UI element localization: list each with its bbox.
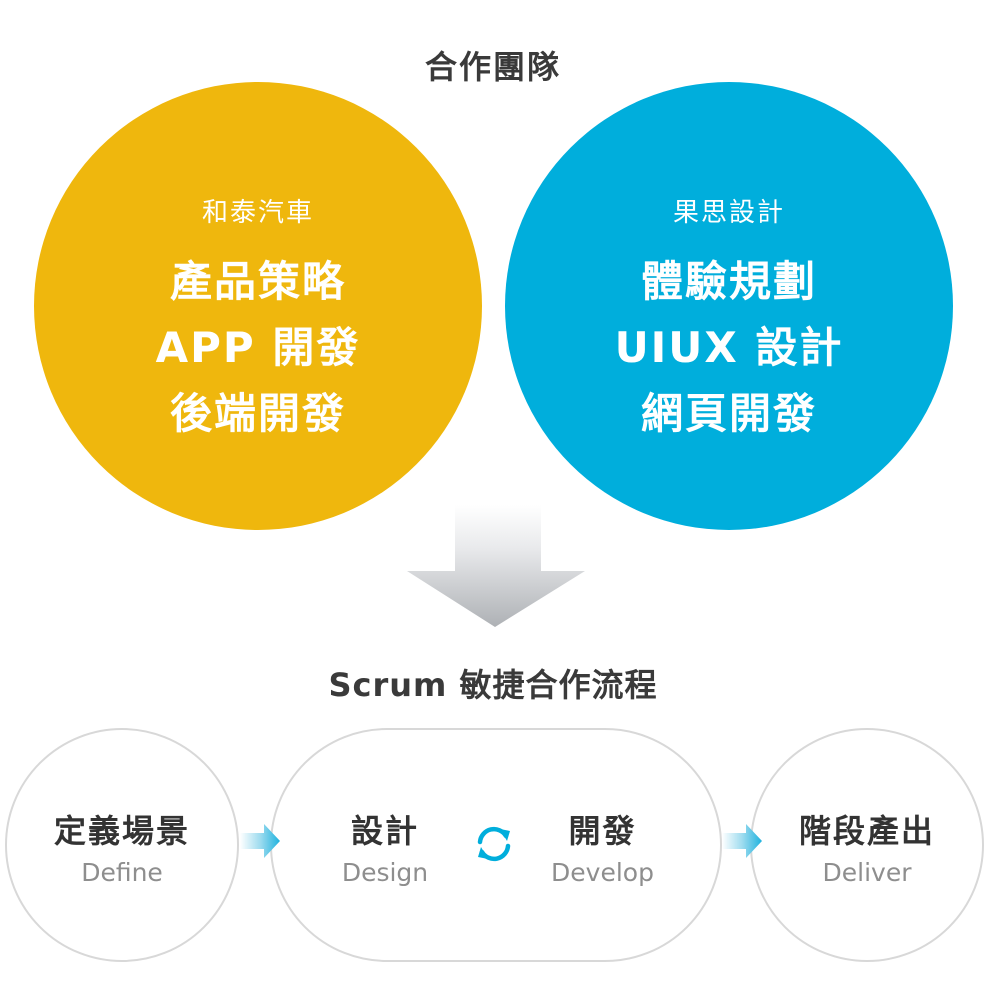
skill-item: UIUX 設計 (614, 323, 844, 372)
arrow-down-icon (405, 505, 585, 634)
flow-title: Scrum 敏捷合作流程 (328, 666, 658, 704)
team-name: 果思設計 (672, 198, 785, 228)
team-title: 合作團隊 (424, 48, 561, 86)
team-circle-guosi: 果思設計 體驗規劃 UIUX 設計 網頁開發 (505, 82, 953, 530)
skill-list: 體驗規劃 UIUX 設計 網頁開發 (615, 249, 844, 447)
skill-item: 網頁開發 (640, 389, 817, 438)
skill-item: APP 開發 (155, 323, 361, 372)
skill-item: 後端開發 (169, 389, 346, 438)
skill-item: 產品策略 (169, 257, 346, 306)
stage-define (5, 728, 239, 962)
stage-deliver-label: 階段產出 (798, 812, 935, 850)
skill-item: 體驗規劃 (640, 257, 817, 306)
stage-develop-label: 開發 (568, 812, 637, 850)
stage-define-sub: Define (81, 858, 163, 887)
stage-define-label: 定義場景 (53, 812, 190, 850)
team-name: 和泰汽車 (201, 198, 314, 228)
skill-list: 產品策略 APP 開發 後端開發 (156, 249, 361, 447)
stage-develop-sub: Develop (551, 858, 654, 887)
stage-design-sub: Design (341, 858, 429, 887)
chevron-right-icon (240, 824, 282, 862)
chevron-right-icon (722, 824, 764, 862)
team-circle-hotai: 和泰汽車 產品策略 APP 開發 後端開發 (34, 82, 482, 530)
stage-deliver (750, 728, 984, 962)
stage-deliver-sub: Deliver (822, 858, 912, 887)
sync-icon (470, 820, 518, 872)
stage-design-develop-loop (270, 728, 722, 962)
stage-design-label: 設計 (350, 812, 419, 850)
